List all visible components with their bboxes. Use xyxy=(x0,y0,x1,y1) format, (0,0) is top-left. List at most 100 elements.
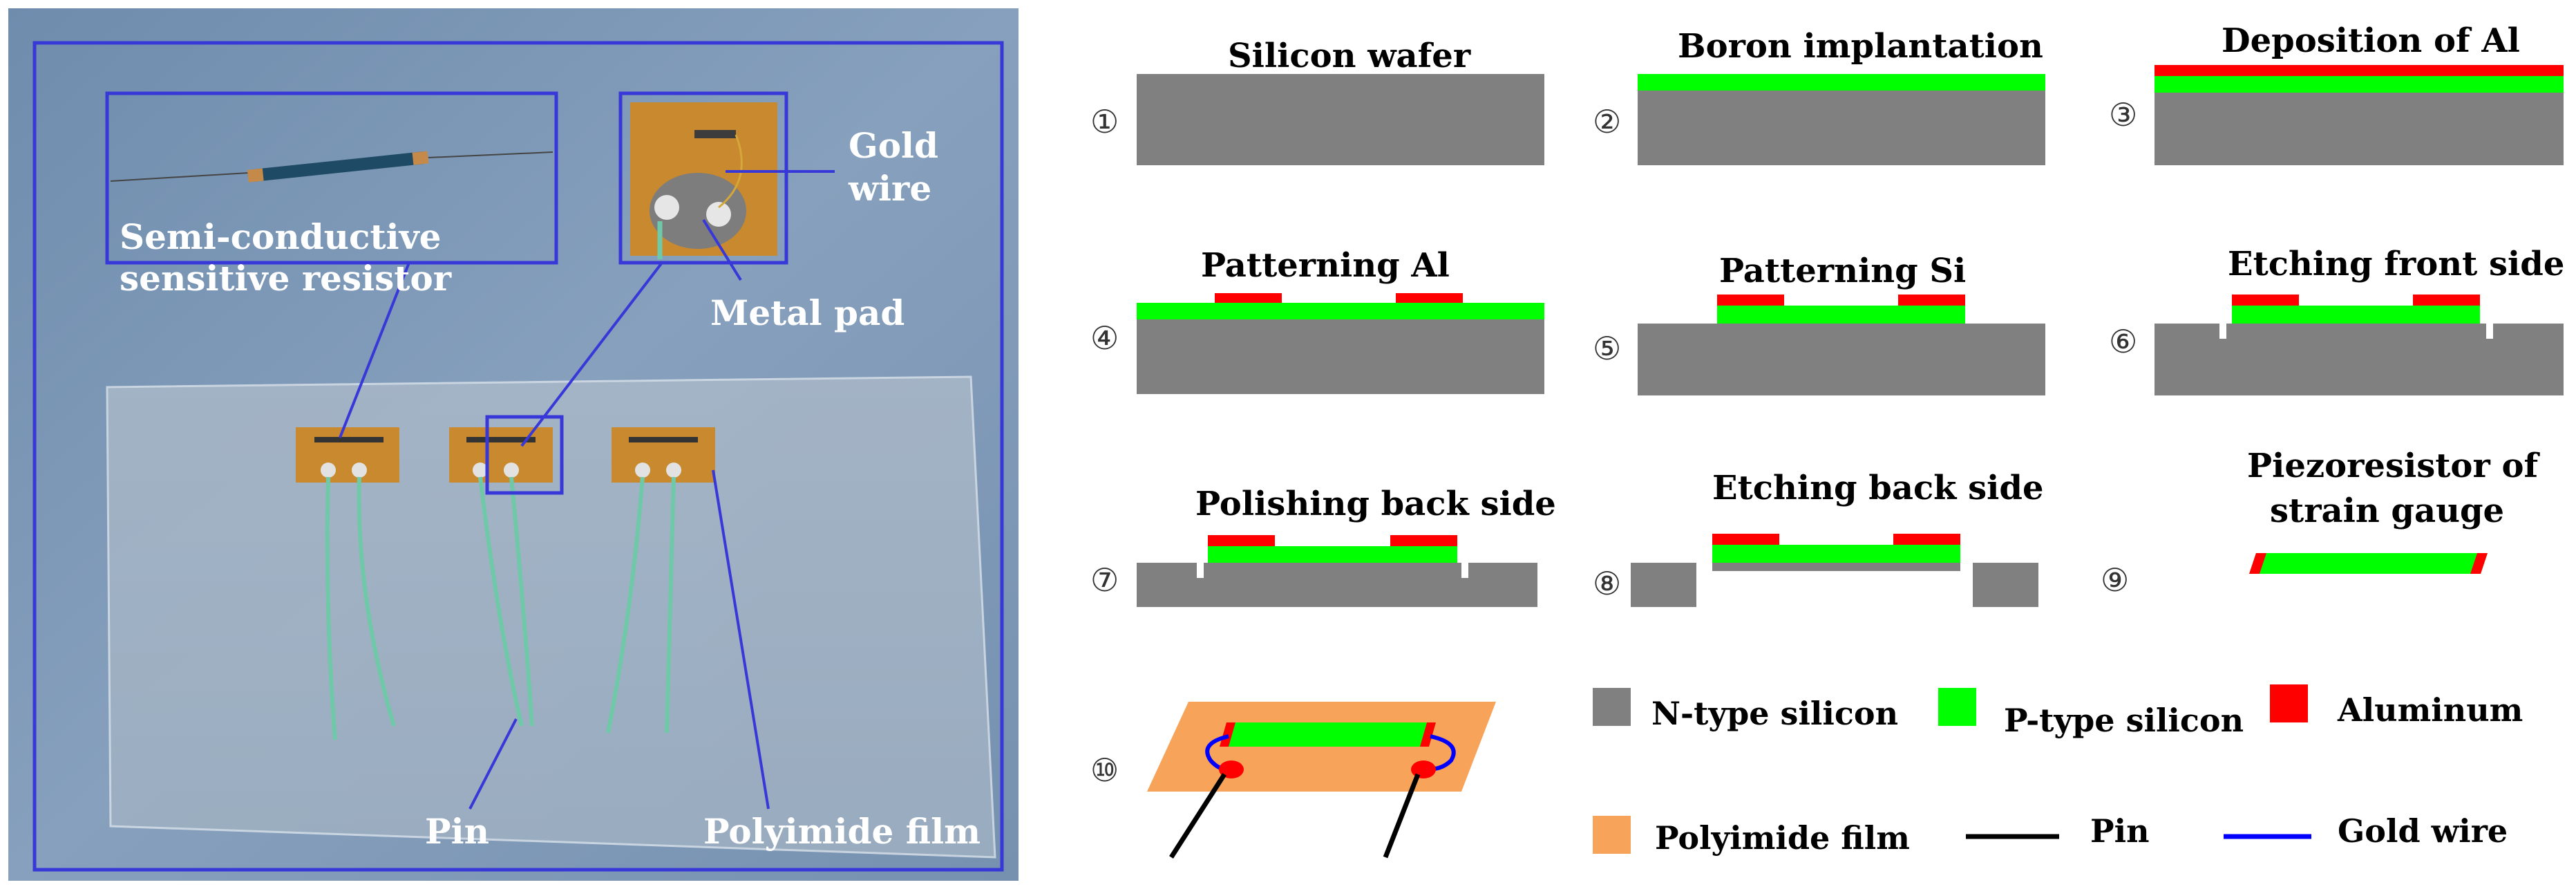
gauge-2-pin-left xyxy=(478,476,524,727)
step-6-title: Etching front side xyxy=(2228,245,2564,283)
callout-resistor xyxy=(339,262,410,438)
legend-polyimide-swatch xyxy=(1593,816,1631,854)
pad-zoom-bump-right xyxy=(706,202,731,227)
step-4-number: ④ xyxy=(1090,319,1119,357)
legend-p-type-swatch xyxy=(1938,688,1976,726)
label-pin: Pin xyxy=(425,811,489,852)
strain-gauge-3 xyxy=(606,427,715,734)
step-7: ⑦ Polishing back side xyxy=(1090,485,1556,607)
resistor-end-left xyxy=(247,168,264,183)
step-1: ① Silicon wafer xyxy=(1090,37,1544,165)
gauge-1-pad-left xyxy=(321,463,336,478)
label-gold-line2: wire xyxy=(848,168,931,209)
step-6-al-pad-left xyxy=(2232,295,2299,306)
callout-pad xyxy=(520,261,663,447)
callout-polyimide xyxy=(712,469,770,810)
gauge-3-resistor xyxy=(629,437,698,442)
step-5-number: ⑤ xyxy=(1593,330,1621,367)
step-5-title: Patterning Si xyxy=(1719,252,1966,290)
label-resistor-line2: sensitive resistor xyxy=(120,258,452,299)
legend-n-type-swatch xyxy=(1593,688,1631,726)
label-polyimide: Polyimide film xyxy=(703,811,981,852)
gauge-3-pad-right xyxy=(666,463,681,478)
legend-n-type-label: N-type silicon xyxy=(1651,695,1898,732)
step-2-n-silicon xyxy=(1638,91,2045,165)
step-3-n-silicon xyxy=(2154,93,2564,165)
step-1-number: ① xyxy=(1090,103,1119,140)
step-6: ⑥ Etching front side xyxy=(2109,245,2564,395)
step-5-al-pad-left xyxy=(1717,295,1784,306)
gauge-2-zoom-marker xyxy=(485,415,564,495)
step-7-al-pad-left xyxy=(1208,535,1275,546)
legend-p-type-label: P-type silicon xyxy=(2004,702,2244,739)
step-1-title: Silicon wafer xyxy=(1228,37,1471,75)
step-2-title: Boron implantation xyxy=(1678,27,2043,66)
step-6-number: ⑥ xyxy=(2109,323,2137,360)
step-9-p-strip xyxy=(2249,553,2488,574)
gauge-1-film xyxy=(296,427,399,483)
step-4-al-pad-left xyxy=(1215,293,1282,303)
step-9-al-end-left xyxy=(2249,553,2266,574)
callout-metal-pad xyxy=(702,218,742,281)
step-2-p-layer xyxy=(1638,74,2045,91)
step-4-n-silicon xyxy=(1137,319,1544,394)
pad-zoom-bump-left xyxy=(654,195,679,220)
pad-zoom-gold-wire xyxy=(718,134,743,209)
step-8-number: ⑧ xyxy=(1593,565,1621,602)
legend-gold-wire-label: Gold wire xyxy=(2338,812,2508,850)
step-3: ③ Deposition of Al xyxy=(2109,21,2564,165)
step-7-p-layer xyxy=(1208,546,1457,563)
step-1-n-silicon xyxy=(1137,74,1544,165)
step-10-number: ⑩ xyxy=(1090,751,1119,789)
step-8-membrane xyxy=(1712,563,1960,571)
step-8-frame-left xyxy=(1631,563,1696,607)
pad-zoom-box xyxy=(618,91,788,265)
legend-polyimide-label: Polyimide film xyxy=(1655,819,1910,857)
resistor-lead-right xyxy=(428,151,553,158)
legend-pin-label: Pin xyxy=(2090,812,2150,850)
step-6-n-silicon xyxy=(2154,324,2564,395)
strain-gauge-2 xyxy=(449,427,553,727)
step-10-pad-left xyxy=(1219,760,1244,778)
step-8-al-pad-right xyxy=(1893,534,1960,545)
step-3-number: ③ xyxy=(2109,96,2137,133)
step-8-frame-right xyxy=(1973,563,2038,607)
sensitive-resistor xyxy=(247,151,428,182)
step-10-pad-right xyxy=(1411,760,1436,778)
gauge-2-pad-right xyxy=(504,463,519,478)
step-5-p-layer xyxy=(1717,306,1965,324)
step-7-n-silicon xyxy=(1137,563,1537,607)
gauge-2-pin-right xyxy=(509,476,534,727)
step-4: ④ Patterning Al xyxy=(1090,246,1544,394)
label-resistor-line1: Semi-conductive xyxy=(120,216,441,257)
step-2-number: ② xyxy=(1593,103,1621,140)
step-2: ② Boron implantation xyxy=(1593,27,2045,165)
gauge-1-pin-left xyxy=(325,476,337,740)
step-7-al-pad-right xyxy=(1390,535,1457,546)
gauge-1-pad-right xyxy=(352,463,367,478)
callout-pin xyxy=(468,718,518,810)
step-7-title: Polishing back side xyxy=(1195,485,1556,523)
label-gold-line1: Gold xyxy=(849,125,938,166)
step-10-pin-left xyxy=(1169,773,1227,859)
label-metal-pad: Metal pad xyxy=(710,292,905,333)
step-4-p-layer xyxy=(1137,303,1544,319)
resistor-zoom-box xyxy=(105,91,558,265)
step-8: ⑧ Etching back side xyxy=(1593,469,2044,607)
gauge-2-pad-left xyxy=(473,463,488,478)
step-10-pin-right xyxy=(1383,773,1421,859)
legend-aluminum-swatch xyxy=(2270,684,2308,722)
step-8-title: Etching back side xyxy=(1712,469,2044,507)
legend-aluminum-label: Aluminum xyxy=(2337,691,2523,729)
step-10-al-right xyxy=(1420,722,1436,747)
step-5-n-silicon xyxy=(1638,324,2045,395)
step-7-number: ⑦ xyxy=(1090,561,1119,599)
step-6-al-pad-right xyxy=(2413,295,2480,306)
resistor-end-right xyxy=(412,151,429,165)
gauge-3-pin-left xyxy=(606,476,645,734)
gauge-2-resistor xyxy=(466,437,536,442)
step-3-al-layer xyxy=(2154,65,2564,76)
step-9-al-end-right xyxy=(2470,553,2488,574)
step-3-title: Deposition of Al xyxy=(2222,21,2520,60)
